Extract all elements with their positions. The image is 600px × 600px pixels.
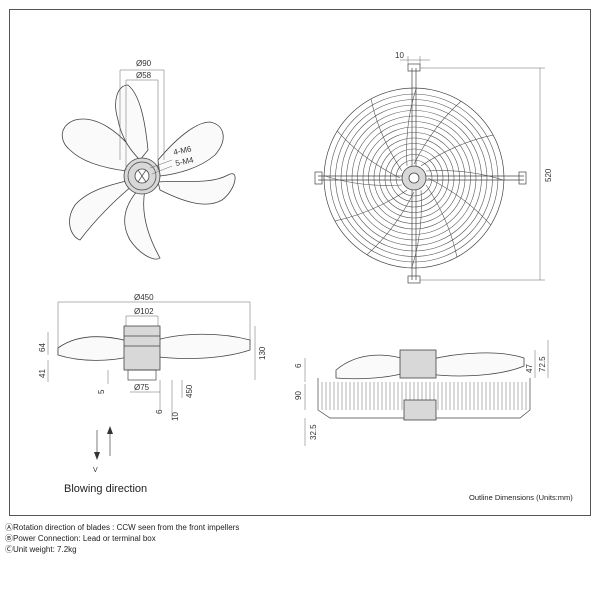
guard-ring: [395, 159, 433, 197]
guard-spoke: [413, 101, 462, 165]
dim-v5: 5: [97, 389, 106, 394]
guard-ring: [340, 104, 488, 252]
impeller-blade: [115, 84, 149, 161]
dim-d58: Ø58: [136, 71, 152, 80]
side-blade-left: [57, 336, 133, 361]
outline-dimensions-label: Outline Dimensions (Units:mm): [469, 493, 573, 502]
guard-ring: [373, 137, 455, 219]
guard-spoke: [426, 170, 505, 181]
side-blade-right: [149, 333, 251, 359]
dim-v10: 10: [171, 412, 180, 421]
impeller-front-view: Ø90 Ø58 4-M6 5-M4: [61, 59, 236, 260]
dim-d450: Ø450: [134, 293, 154, 302]
dim-v64: 64: [38, 343, 47, 352]
guard-ring: [346, 110, 482, 246]
dim-d102: Ø102: [134, 307, 154, 316]
guard-spoke: [420, 134, 494, 167]
dim-5m4: 5-M4: [175, 155, 195, 168]
dim-v450: 450: [185, 384, 194, 398]
guard-spoke: [334, 189, 408, 222]
guard-ring: [368, 132, 460, 224]
side-hub: [123, 325, 161, 371]
dim-r47: 47: [525, 364, 534, 373]
guard-outer-ring: [323, 87, 505, 269]
dim-r6: 6: [294, 363, 303, 368]
impeller-blade: [124, 189, 161, 260]
dim-v130: 130: [258, 346, 267, 360]
guard-spoke: [323, 175, 402, 186]
dim-4m6: 4-M6: [173, 144, 193, 157]
dim-d90: Ø90: [136, 59, 152, 68]
guard-ring: [379, 143, 449, 213]
dim-r90: 90: [294, 391, 303, 400]
note-rotation: ⒶRotation direction of blades : CCW seen…: [5, 523, 240, 532]
impeller-side-view: Ø450 Ø102 64 41 5 130 Ø75 6 10 450: [38, 293, 267, 421]
guard-side-view: 6 90 32.5 47 72.5: [294, 340, 549, 446]
guard-ring: [335, 99, 493, 257]
dim-r725: 72.5: [538, 356, 547, 372]
dim-r325: 32.5: [309, 424, 318, 440]
guard-ring: [362, 126, 466, 230]
arrow-v-label: V: [93, 467, 98, 474]
guard-spoke: [406, 87, 417, 166]
impeller-blade: [157, 173, 236, 205]
guard-ring: [357, 121, 471, 235]
notes-list: ⒶRotation direction of blades : CCW seen…: [5, 522, 239, 555]
blowing-direction-arrows: V: [93, 426, 113, 474]
dim-v6: 6: [155, 409, 164, 414]
impeller-blade: [157, 121, 224, 177]
guard-spoke: [366, 191, 415, 255]
dim-h520: 520: [544, 168, 553, 182]
impeller-blade: [69, 179, 133, 241]
dim-v41: 41: [38, 369, 47, 378]
guard-ring: [390, 154, 438, 202]
guard-ring: [351, 115, 477, 241]
guard-spoke: [370, 98, 403, 172]
guard-spoke: [427, 177, 491, 226]
note-power: ⒷPower Connection: Lead or terminal box: [5, 534, 156, 543]
guard-front-view: 10 520: [314, 51, 553, 284]
guard-ring: [384, 148, 444, 208]
impeller-blade: [61, 118, 141, 173]
hub-ring: [127, 161, 157, 191]
guard-side-blade-right: [427, 352, 525, 377]
guard-side-hub: [399, 349, 437, 379]
guard-spoke: [425, 184, 458, 258]
guard-side-blade-left: [335, 354, 409, 380]
terminal-box: [403, 399, 437, 421]
dim-d75: Ø75: [134, 383, 150, 392]
note-weight: ⒸUnit weight: 7.2kg: [5, 545, 77, 554]
guard-ring: [329, 93, 499, 263]
dim-top10: 10: [395, 51, 404, 60]
drawing-frame: [9, 9, 591, 516]
guard-spoke: [337, 130, 401, 179]
guard-spoke: [411, 190, 422, 269]
blowing-direction-label: Blowing direction: [64, 483, 148, 495]
